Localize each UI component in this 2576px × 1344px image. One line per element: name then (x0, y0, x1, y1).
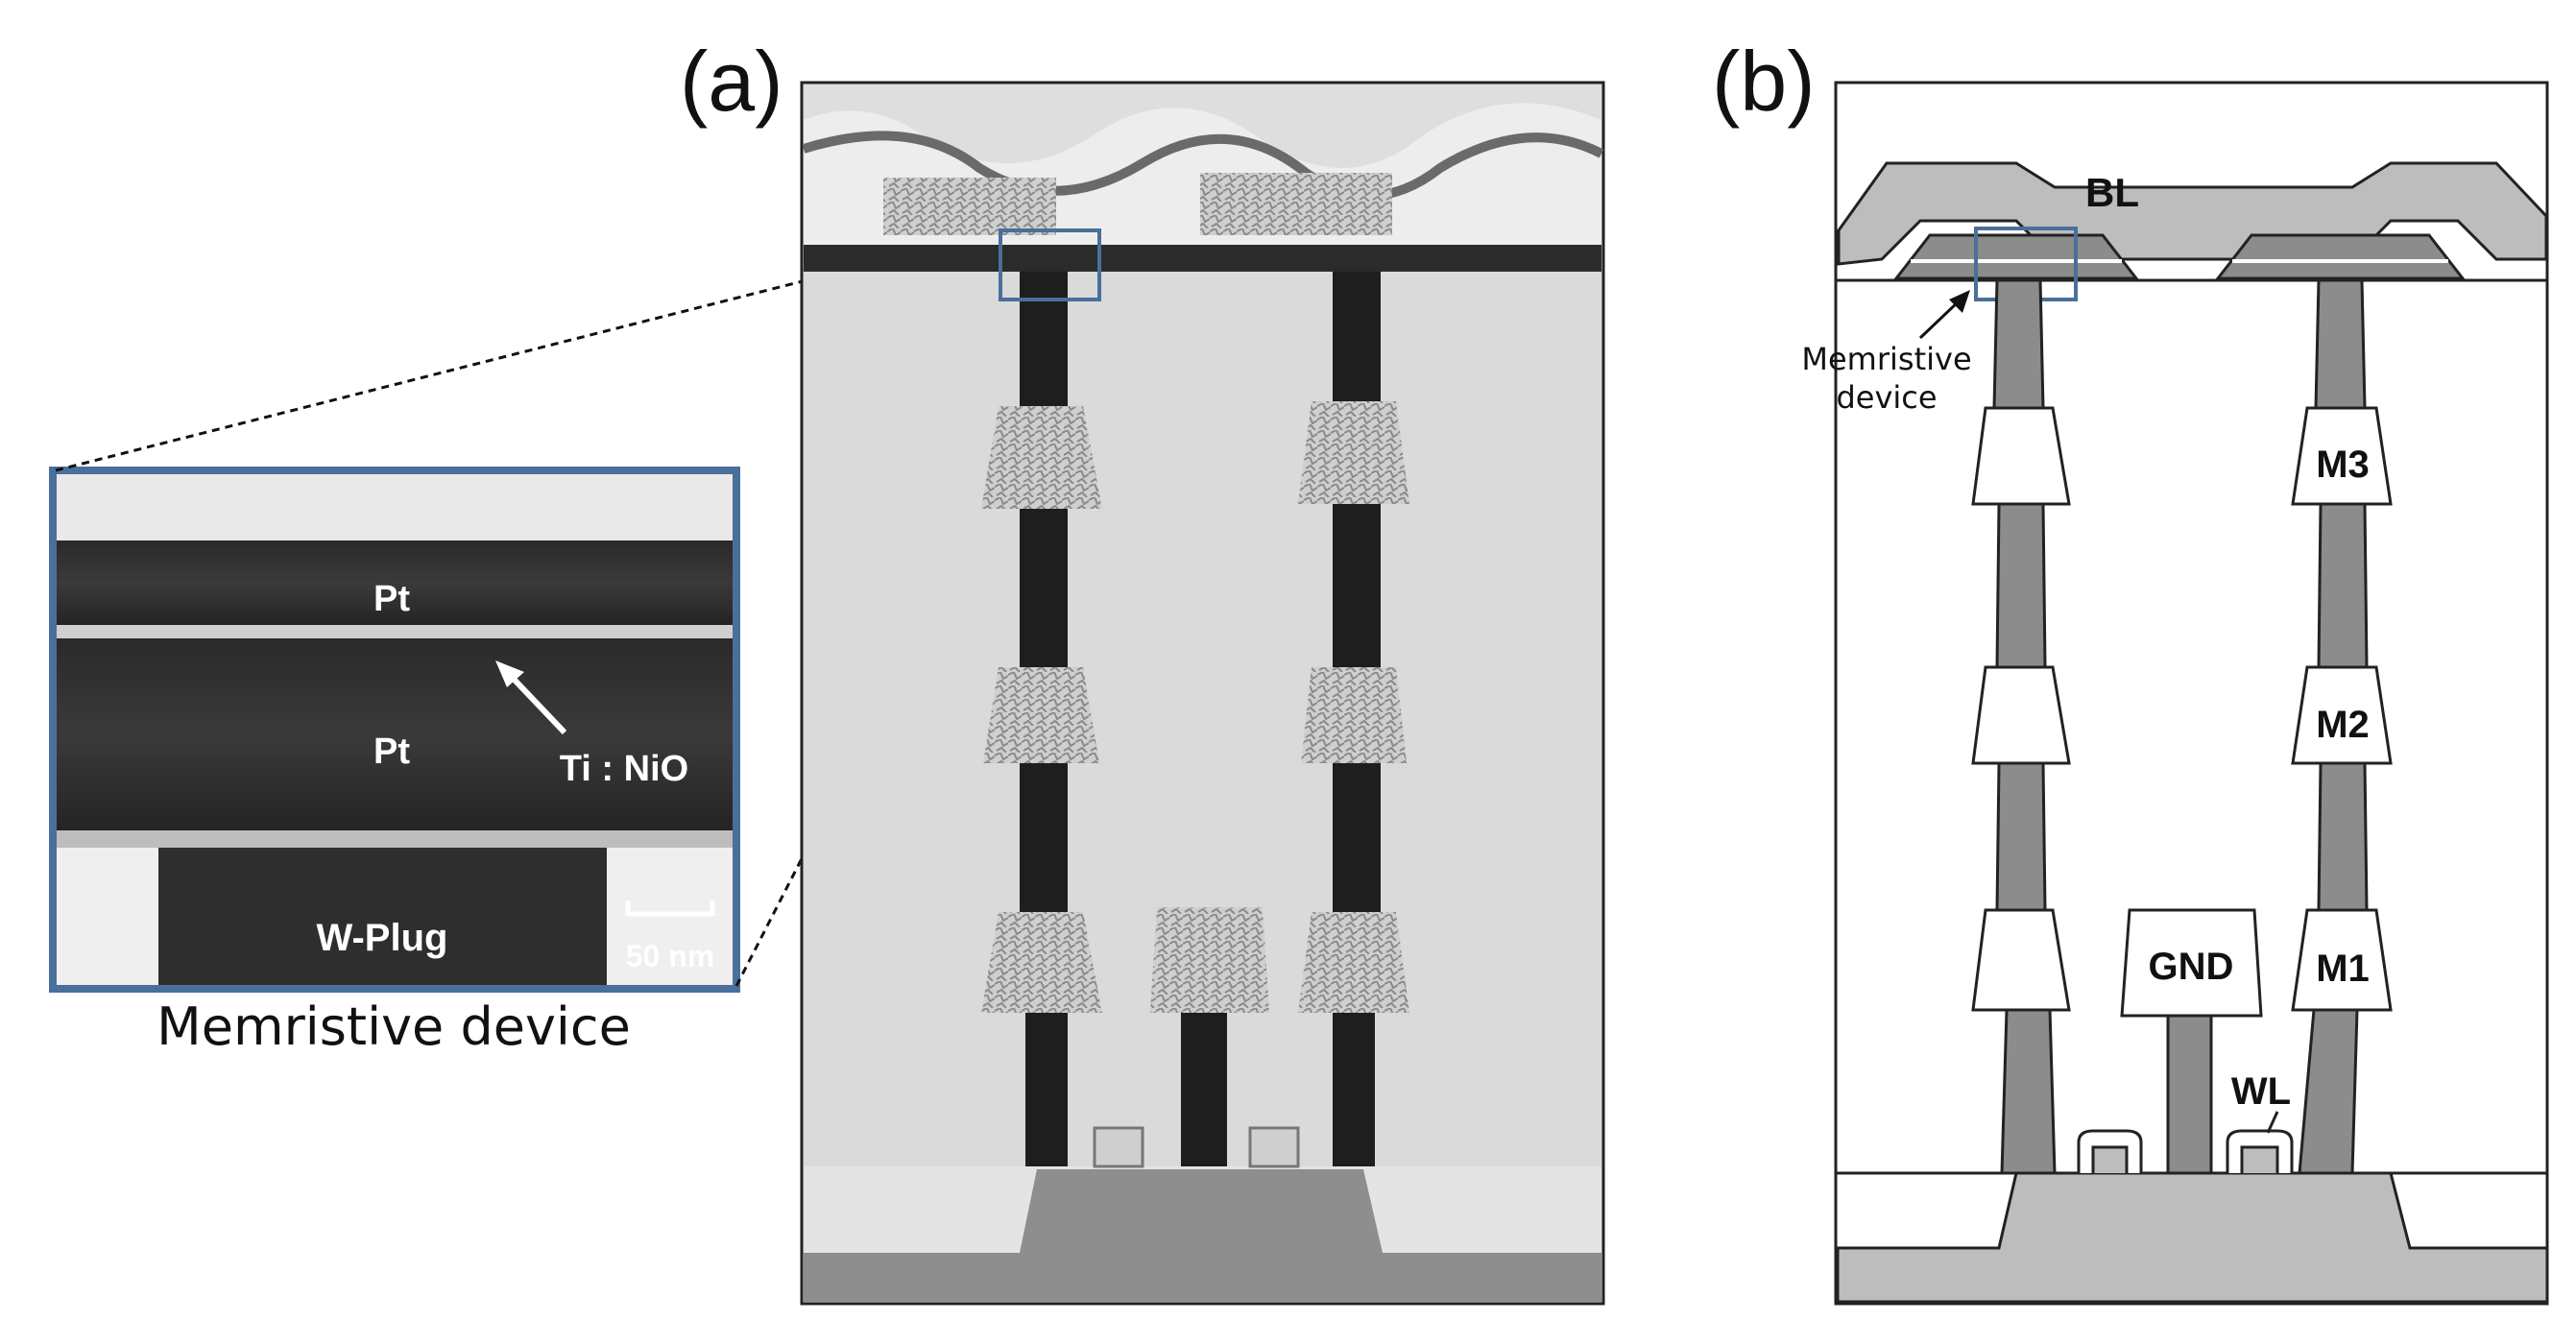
wl-label: WL (2231, 1070, 2291, 1113)
right-gate (1248, 1126, 1300, 1168)
right-m2-metal (1301, 667, 1407, 763)
left-contact-b (2000, 1008, 2057, 1175)
active-region (804, 1169, 1601, 1302)
right-m3-metal (1298, 401, 1409, 504)
left-m1-metal (981, 912, 1102, 1013)
right-via-top (1333, 272, 1381, 401)
left-m2-metal (983, 667, 1099, 763)
inset-panel: Pt Pt Ti : NiO W-Plug 50 nm Memristive d… (49, 467, 740, 1057)
top-pt-layer (56, 540, 734, 625)
tem-cross-section (800, 81, 1605, 1306)
right-via-b-1 (2314, 278, 2367, 410)
left-via-b-1 (1992, 278, 2045, 410)
switching-layer-arrow (495, 660, 567, 735)
w-plug-label: W-Plug (317, 917, 448, 959)
left-m2-box (1971, 665, 2071, 765)
right-m2-box (2291, 665, 2393, 765)
right-via-b-2 (2317, 502, 2369, 669)
schematic: BL Memristive device M3 M2 M1 (1801, 81, 2549, 1306)
left-via-top (1020, 272, 1068, 406)
top-grain-1 (883, 178, 1056, 235)
passivation-boundary (802, 131, 1604, 201)
panel-b-label: (b) (1712, 34, 1816, 129)
m2-label: M2 (2316, 704, 2370, 746)
memristive-device-label-line1: Memristive (1801, 341, 1971, 377)
right-contact (1333, 1013, 1375, 1166)
left-via-b-3 (1995, 761, 2047, 912)
gnd-box (2120, 908, 2263, 1018)
top-metal-band (804, 245, 1601, 272)
bit-line-label: BL (2085, 170, 2139, 215)
switching-layer (56, 625, 734, 638)
left-m3-box (1971, 406, 2071, 506)
left-via-3 (1020, 763, 1068, 912)
scale-bar-label: 50 nm (626, 939, 714, 973)
gnd-contact (1181, 1013, 1227, 1166)
m3-label: M3 (2316, 444, 2370, 486)
wl-pointer (2266, 1111, 2279, 1134)
memristive-device-label-line2: device (1836, 379, 1937, 416)
right-m1-metal (1298, 912, 1409, 1013)
left-via-2 (1020, 509, 1068, 667)
scale-bar: 50 nm (625, 900, 715, 973)
device-highlight-box-a (999, 228, 1101, 301)
gnd-metal (1150, 907, 1269, 1013)
right-via-3 (1333, 763, 1381, 912)
right-via-2 (1333, 504, 1381, 667)
interface-line (56, 830, 734, 848)
right-via-b-3 (2317, 761, 2369, 912)
right-m1-box (2291, 908, 2393, 1012)
left-m3-metal (981, 406, 1102, 509)
right-memristor (2214, 233, 2467, 280)
gnd-label: GND (2149, 946, 2234, 988)
bottom-pt-layer (56, 638, 734, 830)
inset-top-region (56, 473, 734, 542)
w-plug (158, 848, 607, 986)
top-pt-label: Pt (373, 579, 410, 619)
left-gate (1093, 1126, 1144, 1168)
schematic-substrate (1836, 1171, 2549, 1304)
top-grain-2 (1200, 173, 1392, 235)
switching-layer-label: Ti : NiO (560, 749, 688, 789)
m1-label: M1 (2316, 948, 2370, 990)
inset-frame (49, 467, 740, 993)
left-gate-poly (2091, 1145, 2129, 1173)
gnd-contact-b (2166, 1014, 2213, 1175)
memristive-device-arrow (1918, 290, 1970, 340)
bottom-pt-label: Pt (373, 732, 410, 772)
left-m1-box (1971, 908, 2071, 1012)
right-gate-poly (2240, 1145, 2279, 1173)
panel-a-label: (a) (680, 34, 783, 129)
left-contact (1025, 1013, 1068, 1166)
left-via-b-2 (1995, 502, 2047, 669)
left-memristor (1892, 233, 2140, 280)
right-m3-box (2291, 406, 2393, 506)
inset-caption: Memristive device (156, 996, 631, 1057)
